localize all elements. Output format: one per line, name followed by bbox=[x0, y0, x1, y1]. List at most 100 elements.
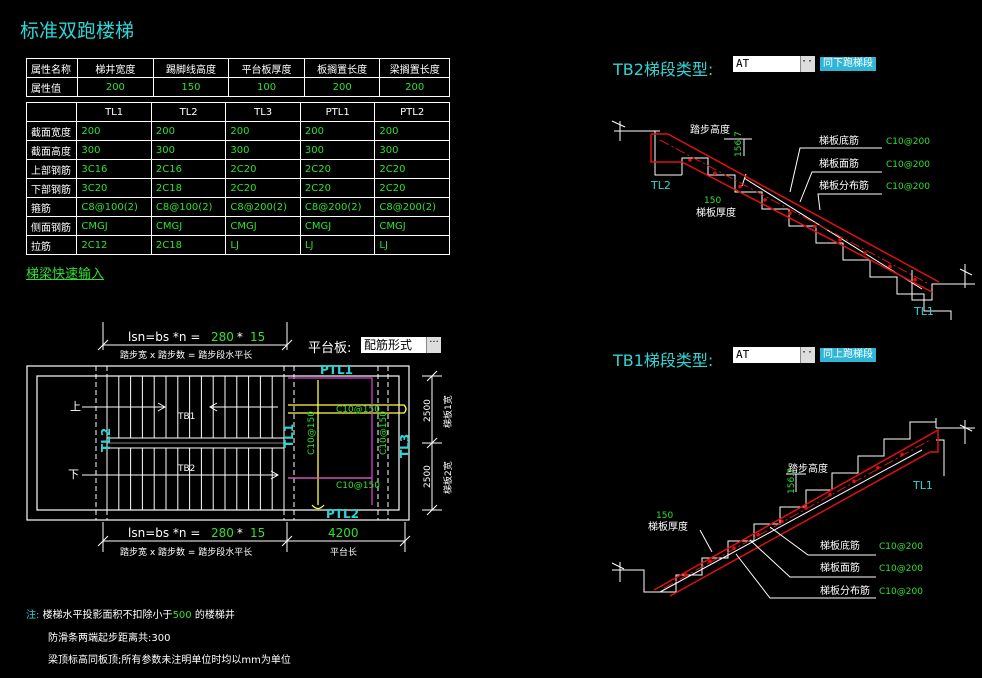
tb1-bottom-bar-value[interactable]: C10@200 bbox=[879, 542, 923, 552]
ellipsis-icon[interactable]: ··· bbox=[426, 337, 441, 353]
beam-quick-input-link[interactable]: 梯梁快速输入 bbox=[26, 267, 105, 282]
beam-cell[interactable]: 2C16 bbox=[150, 159, 227, 179]
beam-header-row: TL1 TL2 TL3 PTL1 PTL2 bbox=[25, 102, 450, 122]
beam-cell[interactable]: 300 bbox=[76, 140, 152, 160]
tb1-thickness-label: 梯板厚度 bbox=[648, 520, 688, 533]
plan-rebar-h1[interactable]: C10@150 bbox=[336, 405, 380, 415]
beam-cell[interactable]: 3C20 bbox=[76, 178, 152, 198]
beam-cell[interactable]: C8@100(2) bbox=[76, 197, 152, 217]
beam-cell[interactable]: C8@200(2) bbox=[225, 197, 301, 217]
beam-cell[interactable]: 200 bbox=[374, 121, 450, 141]
beam-cell[interactable]: 200 bbox=[76, 121, 152, 141]
beam-cell[interactable]: 2C20 bbox=[374, 178, 450, 198]
beam-cell[interactable]: LJ bbox=[374, 235, 450, 255]
tb1-thickness-value[interactable]: 150 bbox=[656, 511, 673, 521]
plan-ptl1-label: PTL1 bbox=[320, 363, 353, 377]
beam-cell[interactable]: 300 bbox=[150, 140, 227, 160]
beam-cell[interactable]: LJ bbox=[299, 235, 376, 255]
beam-cell[interactable]: CMGJ bbox=[299, 216, 376, 236]
tb2-type-value: AT bbox=[736, 57, 750, 70]
plan-dim-2500-a: 2500 bbox=[423, 399, 433, 422]
table-row: 截面高度 300 300 300 300 300 bbox=[25, 140, 450, 160]
beam-cell[interactable]: LJ bbox=[225, 235, 301, 255]
beam-col-ptl2: PTL2 bbox=[374, 102, 450, 122]
table-row: 拉筋 2C12 2C18 LJ LJ LJ bbox=[25, 235, 450, 255]
beam-cell[interactable]: C8@100(2) bbox=[150, 197, 227, 217]
plan-width1-label: 梯板1宽 bbox=[442, 395, 454, 428]
props-value-cell[interactable]: 200 bbox=[379, 77, 450, 97]
beam-row-label: 截面宽度 bbox=[25, 121, 78, 141]
platform-rebar-value: 配筋形式 bbox=[364, 338, 413, 352]
ellipsis-icon[interactable]: ··· bbox=[800, 56, 819, 72]
beam-cell[interactable]: CMGJ bbox=[225, 216, 301, 236]
rebar-dot bbox=[888, 264, 892, 269]
beam-cell[interactable]: 300 bbox=[299, 140, 376, 160]
beam-cell[interactable]: 2C20 bbox=[225, 178, 301, 198]
beam-row-label: 截面高度 bbox=[25, 140, 78, 160]
plan-dim-2500-b: 2500 bbox=[423, 465, 433, 488]
properties-value-row: 属性值 200 150 100 200 200 bbox=[25, 77, 450, 97]
tb2-bottom-bar-label: 梯板底筋 bbox=[819, 134, 859, 147]
tb2-type-label: TB2梯段类型: bbox=[613, 60, 714, 79]
beam-cell[interactable]: C8@200(2) bbox=[374, 197, 450, 217]
props-value-cell[interactable]: 100 bbox=[228, 77, 305, 97]
plan-bottom-formula-times: * bbox=[233, 526, 247, 540]
plan-top-formula-bs[interactable]: 280 bbox=[211, 330, 234, 344]
tb2-thickness-value[interactable]: 150 bbox=[704, 196, 721, 206]
tb2-step-height-value[interactable]: 156.7 bbox=[734, 131, 744, 157]
plan-platform-length[interactable]: 4200 bbox=[328, 526, 359, 540]
plan-rebar-h2[interactable]: C10@150 bbox=[336, 481, 380, 491]
beam-cell[interactable]: 2C12 bbox=[76, 235, 152, 255]
beam-cell[interactable]: 2C20 bbox=[225, 159, 301, 179]
tb2-dist-bar-value[interactable]: C10@200 bbox=[886, 182, 930, 192]
props-value-cell[interactable]: 200 bbox=[77, 77, 154, 97]
tb1-step-height-value[interactable]: 156.7 bbox=[787, 468, 797, 494]
tb1-dist-bar-value[interactable]: C10@200 bbox=[879, 587, 923, 597]
plan-rebar-v2[interactable]: C10@150 bbox=[379, 411, 389, 455]
tb1-step-height-label: 踏步高度 bbox=[788, 462, 828, 475]
tb2-bottom-bar-value[interactable]: C10@200 bbox=[886, 137, 930, 147]
plan-bottom-formula-n[interactable]: 15 bbox=[250, 526, 265, 540]
plan-rebar-v1[interactable]: C10@150 bbox=[307, 411, 317, 455]
beam-cell[interactable]: 3C16 bbox=[76, 159, 152, 179]
beam-cell[interactable]: 200 bbox=[225, 121, 301, 141]
tb1-same-as-upper-button[interactable]: 同上跑梯段 bbox=[820, 348, 876, 362]
platform-rebar-combo[interactable]: 配筋形式 ··· bbox=[361, 337, 441, 353]
tb2-tl-right-label: TL1 bbox=[913, 305, 934, 318]
beam-cell[interactable]: 2C18 bbox=[150, 178, 227, 198]
plan-platform-caption: 平台长 bbox=[330, 546, 357, 558]
plan-top-formula-n[interactable]: 15 bbox=[250, 330, 265, 344]
beam-cell[interactable]: 300 bbox=[225, 140, 301, 160]
stair-plan-drawing: lsn=bs *n = 280 * 15 踏步宽 x 踏步数 = 踏步段水平长 bbox=[26, 322, 454, 558]
table-row: 侧面钢筋 CMGJ CMGJ CMGJ CMGJ CMGJ bbox=[25, 216, 450, 236]
beam-cell[interactable]: 2C20 bbox=[299, 178, 376, 198]
rebar-dot bbox=[852, 479, 856, 484]
tb2-same-as-lower-button[interactable]: 同下跑梯段 bbox=[820, 57, 876, 71]
tb2-top-bar-value[interactable]: C10@200 bbox=[886, 160, 930, 170]
beam-cell[interactable]: 2C20 bbox=[374, 159, 450, 179]
plan-bottom-caption: 踏步宽 x 踏步数 = 踏步段水平长 bbox=[120, 546, 252, 558]
beam-cell[interactable]: CMGJ bbox=[150, 216, 227, 236]
props-value-cell[interactable]: 200 bbox=[303, 77, 381, 97]
rebar-dot bbox=[838, 238, 842, 242]
props-value-cell[interactable]: 150 bbox=[152, 77, 230, 97]
table-row: 箍筋 C8@100(2) C8@100(2) C8@200(2) C8@200(… bbox=[25, 197, 450, 217]
beam-cell[interactable]: CMGJ bbox=[76, 216, 152, 236]
tb2-type-combo[interactable]: AT ··· bbox=[733, 56, 819, 72]
beam-cell[interactable]: 2C18 bbox=[150, 235, 227, 255]
tb2-rebar-dots bbox=[688, 158, 917, 282]
tb1-section-drawing: 踏步高度 156.7 150 梯板厚度 梯板底筋 C10@200 梯板面筋 C1… bbox=[611, 418, 975, 599]
plan-tl1-label: TL1 bbox=[282, 424, 296, 448]
beam-cell[interactable]: 200 bbox=[150, 121, 227, 141]
ellipsis-icon[interactable]: ··· bbox=[800, 347, 819, 363]
beam-cell[interactable]: 200 bbox=[299, 121, 376, 141]
beam-cell[interactable]: 300 bbox=[374, 140, 450, 160]
beam-cell[interactable]: CMGJ bbox=[374, 216, 450, 236]
tb1-top-bar-value[interactable]: C10@200 bbox=[879, 564, 923, 574]
beam-row-label: 下部钢筋 bbox=[25, 178, 78, 198]
tb1-type-combo[interactable]: AT ··· bbox=[733, 347, 819, 363]
note-line1-number[interactable]: 500 bbox=[172, 610, 192, 621]
beam-cell[interactable]: C8@200(2) bbox=[299, 197, 376, 217]
beam-cell[interactable]: 2C20 bbox=[299, 159, 376, 179]
plan-bottom-formula-bs[interactable]: 280 bbox=[211, 526, 234, 540]
